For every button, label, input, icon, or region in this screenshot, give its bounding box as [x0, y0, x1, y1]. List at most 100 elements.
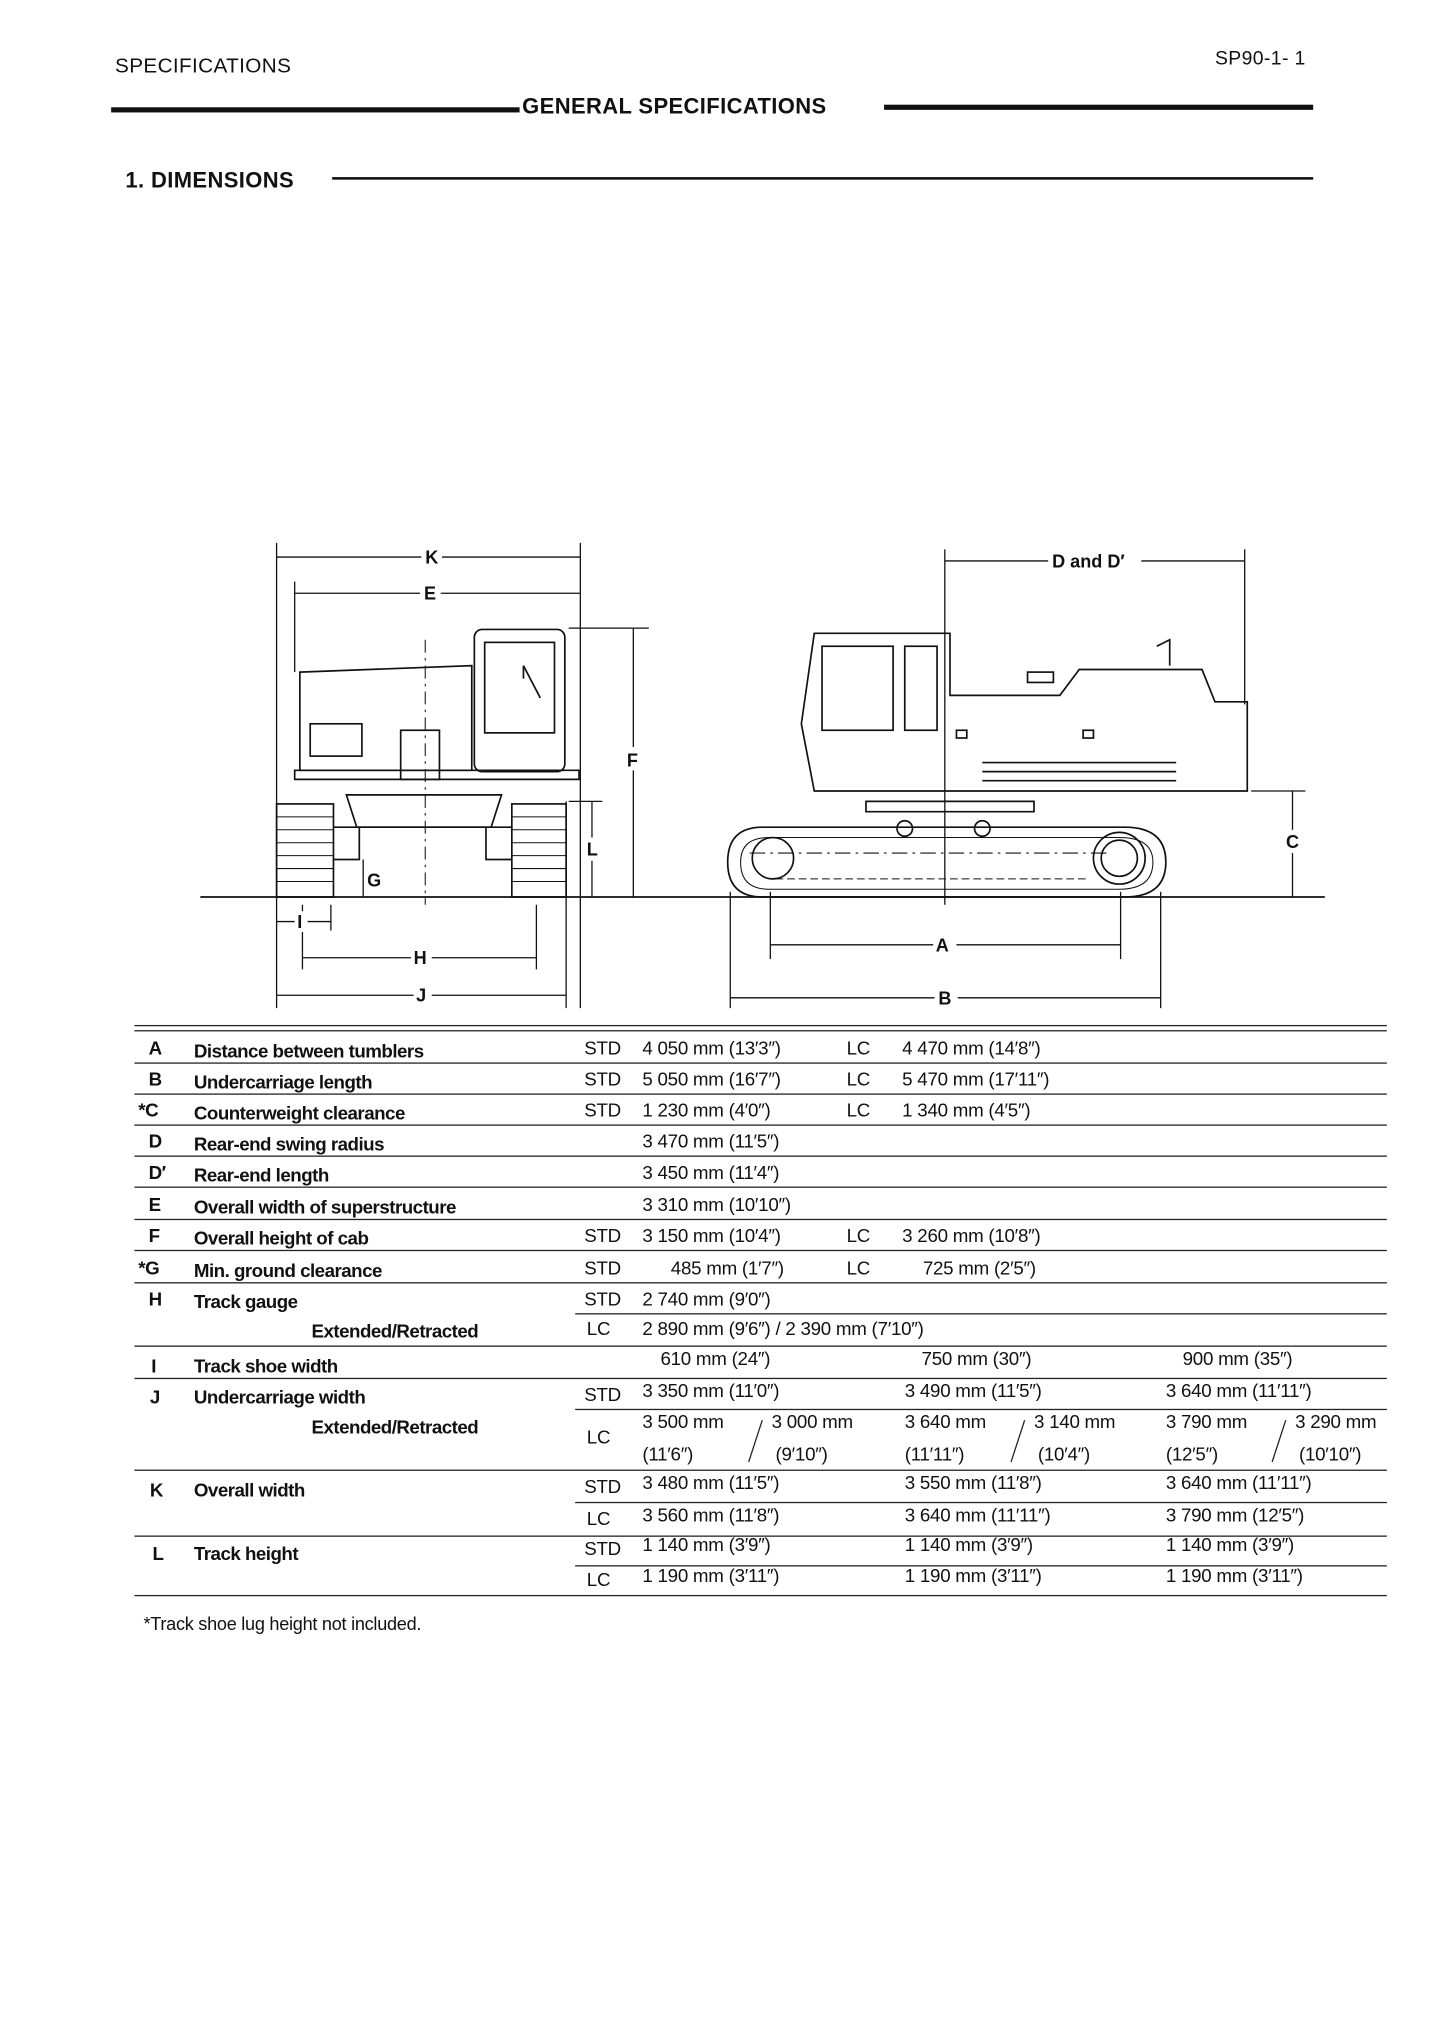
- lc-label: LC: [846, 1226, 871, 1248]
- l-std-value: 1 140 mm (3′9″): [642, 1535, 771, 1557]
- extended-imperial: (11′11″): [904, 1445, 965, 1466]
- lc-value: 1 340 mm (4′5″): [902, 1101, 1031, 1122]
- std-value: 3 150 mm (10′4″): [642, 1226, 781, 1248]
- extended-value: 3 500 mm: [642, 1412, 724, 1434]
- row-name: Track gauge: [193, 1292, 298, 1314]
- dimension-labels: K E F L G I H J D and D′ C A B: [294, 546, 1305, 1008]
- std-label: STD: [584, 1101, 621, 1122]
- retracted-value: 3 290 mm: [1295, 1412, 1377, 1434]
- row-name: Rear-end length: [193, 1165, 329, 1187]
- lc-label: LC: [586, 1428, 611, 1449]
- table-rule: [134, 1062, 1387, 1065]
- label-J: J: [416, 986, 426, 1006]
- label-E: E: [424, 584, 436, 604]
- k-lc-value: 3 790 mm (12′5″): [1165, 1505, 1305, 1527]
- label-C: C: [1286, 832, 1299, 852]
- std-label: STD: [584, 1226, 621, 1248]
- row-letter: I: [151, 1357, 156, 1378]
- retracted-value: 3 000 mm: [771, 1412, 854, 1434]
- row-letter: D: [148, 1132, 163, 1153]
- retracted-imperial: (9′10″): [775, 1445, 828, 1466]
- std-label: STD: [584, 1070, 621, 1091]
- table-rule: [575, 1408, 1387, 1411]
- lc-label: LC: [846, 1258, 871, 1280]
- row-name: Undercarriage width: [193, 1388, 366, 1409]
- std-label: STD: [584, 1539, 621, 1561]
- title-rule-right: [884, 104, 1314, 110]
- row-name: Track height: [193, 1544, 299, 1566]
- lc-label: LC: [846, 1070, 871, 1091]
- title-rule-left: [111, 107, 520, 113]
- table-rule: [134, 1249, 1387, 1252]
- std-label: STD: [584, 1477, 621, 1499]
- retracted-imperial: (10′4″): [1037, 1445, 1090, 1466]
- lc-label: LC: [586, 1509, 611, 1531]
- heading-rule: [332, 177, 1314, 180]
- row-letter: F: [148, 1226, 160, 1248]
- j-sub-name: Extended/Retracted: [311, 1417, 479, 1439]
- section-heading: 1. DIMENSIONS: [125, 168, 295, 193]
- h-sub-value: 2 890 mm (9′6″) / 2 390 mm (7′10″): [642, 1319, 924, 1341]
- table-rule: [134, 1469, 1387, 1472]
- front-view-excavator: [275, 628, 580, 905]
- row-name: Counterweight clearance: [193, 1103, 406, 1125]
- lc-label: LC: [846, 1101, 871, 1122]
- table-rule: [134, 1155, 1387, 1158]
- table-rule: [134, 1030, 1387, 1032]
- row-letter: L: [152, 1544, 164, 1566]
- std-value: 3 310 mm (10′10″): [642, 1195, 791, 1217]
- label-G: G: [367, 871, 381, 891]
- label-D-and-D-prime: D and D′: [1052, 551, 1125, 571]
- table-rule: [134, 1218, 1387, 1221]
- row-letter: *G: [138, 1258, 160, 1280]
- divider-slash: [1010, 1419, 1026, 1463]
- row-letter: D′: [148, 1163, 167, 1184]
- row-letter: *C: [138, 1101, 159, 1122]
- h-sub-lc-label: LC: [586, 1319, 611, 1341]
- k-std-value: 3 640 mm (11′11″): [1165, 1473, 1312, 1495]
- table-rule: [134, 1345, 1387, 1348]
- label-A: A: [936, 935, 949, 955]
- extended-value: 3 790 mm: [1165, 1412, 1248, 1434]
- table-rule: [575, 1501, 1387, 1504]
- section-header: SPECIFICATIONS: [115, 55, 292, 78]
- shoe-width-value: 610 mm (24″): [660, 1349, 771, 1371]
- dimension-diagram: K E F L G I H J D and D′ C A B: [200, 542, 1325, 1009]
- extended-value: 3 640 mm: [904, 1412, 987, 1434]
- table-rule: [134, 1594, 1387, 1597]
- label-K: K: [425, 548, 438, 568]
- retracted-value: 3 140 mm: [1034, 1412, 1116, 1434]
- extended-imperial: (12′5″): [1165, 1445, 1218, 1466]
- std-value: 1 230 mm (4′0″): [642, 1101, 771, 1122]
- divider-slash: [1271, 1419, 1287, 1463]
- label-I: I: [297, 912, 302, 932]
- std-label: STD: [584, 1039, 621, 1060]
- front-view-dimensions: [275, 542, 649, 1009]
- row-letter: J: [149, 1388, 160, 1409]
- j-std-value: 3 350 mm (11′0″): [642, 1381, 780, 1403]
- label-B: B: [938, 988, 951, 1008]
- h-sub-name: Extended/Retracted: [311, 1322, 479, 1343]
- j-std-value: 3 640 mm (11′11″): [1165, 1381, 1312, 1403]
- lc-value: 725 mm (2′5″): [922, 1258, 1036, 1280]
- std-value: 4 050 mm (13′3″): [642, 1039, 781, 1060]
- l-lc-value: 1 190 mm (3′11″): [642, 1566, 780, 1588]
- row-letter: E: [148, 1195, 162, 1217]
- std-label: STD: [584, 1385, 621, 1407]
- label-F: F: [627, 750, 638, 770]
- row-name: Distance between tumblers: [193, 1041, 424, 1063]
- table-rule: [134, 1535, 1387, 1538]
- table-rule: [134, 1186, 1387, 1189]
- std-label: STD: [584, 1289, 621, 1311]
- lc-value: 3 260 mm (10′8″): [902, 1226, 1041, 1248]
- label-H: H: [414, 948, 427, 968]
- lc-label: LC: [586, 1570, 611, 1592]
- std-value: 3 450 mm (11′4″): [642, 1163, 780, 1184]
- shoe-width-value: 900 mm (35″): [1182, 1349, 1293, 1371]
- std-value: 485 mm (1′7″): [670, 1258, 784, 1280]
- page-title: GENERAL SPECIFICATIONS: [522, 94, 827, 119]
- row-name: Overall width of superstructure: [193, 1198, 457, 1219]
- divider-slash: [748, 1419, 764, 1463]
- footnote: *Track shoe lug height not included.: [143, 1613, 422, 1634]
